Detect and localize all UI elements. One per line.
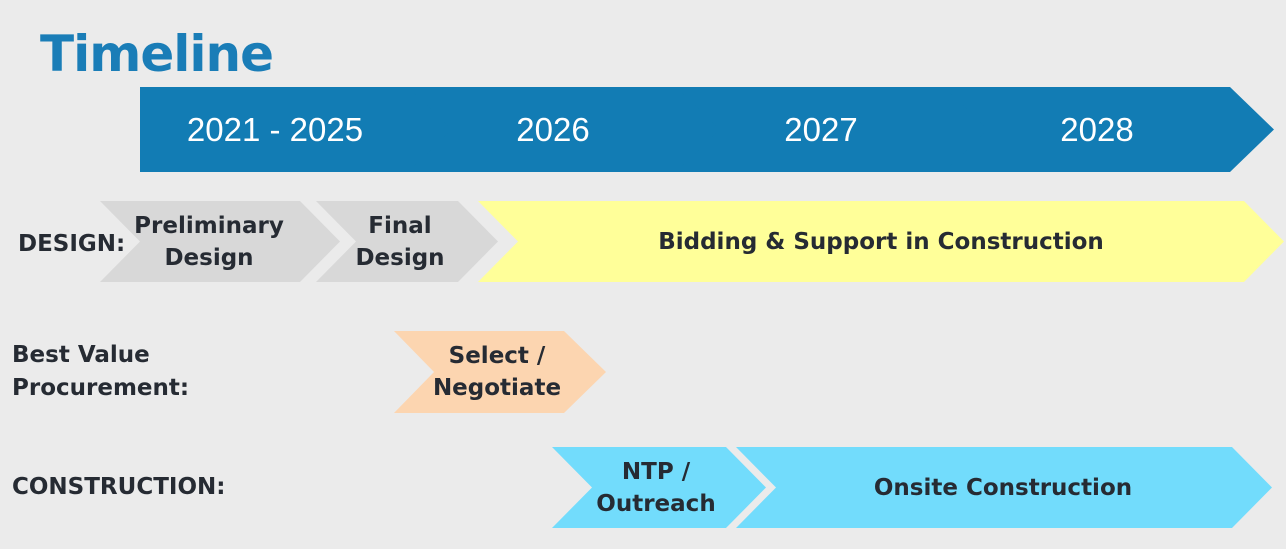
year-chevron-2026: 2026 (408, 87, 722, 172)
phase-label-line2: Outreach (596, 490, 716, 517)
construction-lane-label: CONSTRUCTION: (12, 474, 226, 500)
year-label: 2021 - 2025 (186, 110, 364, 148)
bidding-support-chevron: Bidding & Support in Construction (478, 201, 1284, 282)
phase-label: Onsite Construction (873, 474, 1133, 501)
design-lane-label: DESIGN: (18, 231, 126, 257)
year-chevron-2027: 2027 (676, 87, 990, 172)
phase-label-line1: Final (368, 212, 432, 239)
year-chevron-2028: 2028 (944, 87, 1274, 172)
preliminary-design-chevron: Preliminary Design (100, 201, 340, 282)
year-label: 2027 (784, 110, 858, 148)
select-negotiate-chevron: Select / Negotiate (394, 331, 606, 413)
procurement-lane-label: Best Value Procurement: (12, 339, 189, 405)
phase-label-line2: Design (355, 244, 445, 271)
lane-label-line2: Procurement: (12, 375, 190, 401)
phase-label-line1: NTP / (621, 458, 691, 485)
year-label: 2026 (516, 110, 590, 148)
phase-label-line1: Preliminary (134, 212, 284, 239)
year-chevron-2021-2025: 2021 - 2025 (140, 87, 454, 172)
phase-label-line2: Design (164, 244, 254, 271)
lane-label-line1: Best Value (12, 342, 150, 368)
onsite-construction-chevron: Onsite Construction (736, 447, 1272, 528)
phase-label: Bidding & Support in Construction (658, 228, 1104, 255)
final-design-chevron: Final Design (316, 201, 498, 282)
phase-label-line2: Negotiate (432, 375, 562, 401)
page-title: Timeline (40, 25, 274, 83)
ntp-outreach-chevron: NTP / Outreach (552, 447, 766, 528)
year-label: 2028 (1060, 110, 1134, 148)
phase-label-line1: Select / (448, 343, 546, 369)
